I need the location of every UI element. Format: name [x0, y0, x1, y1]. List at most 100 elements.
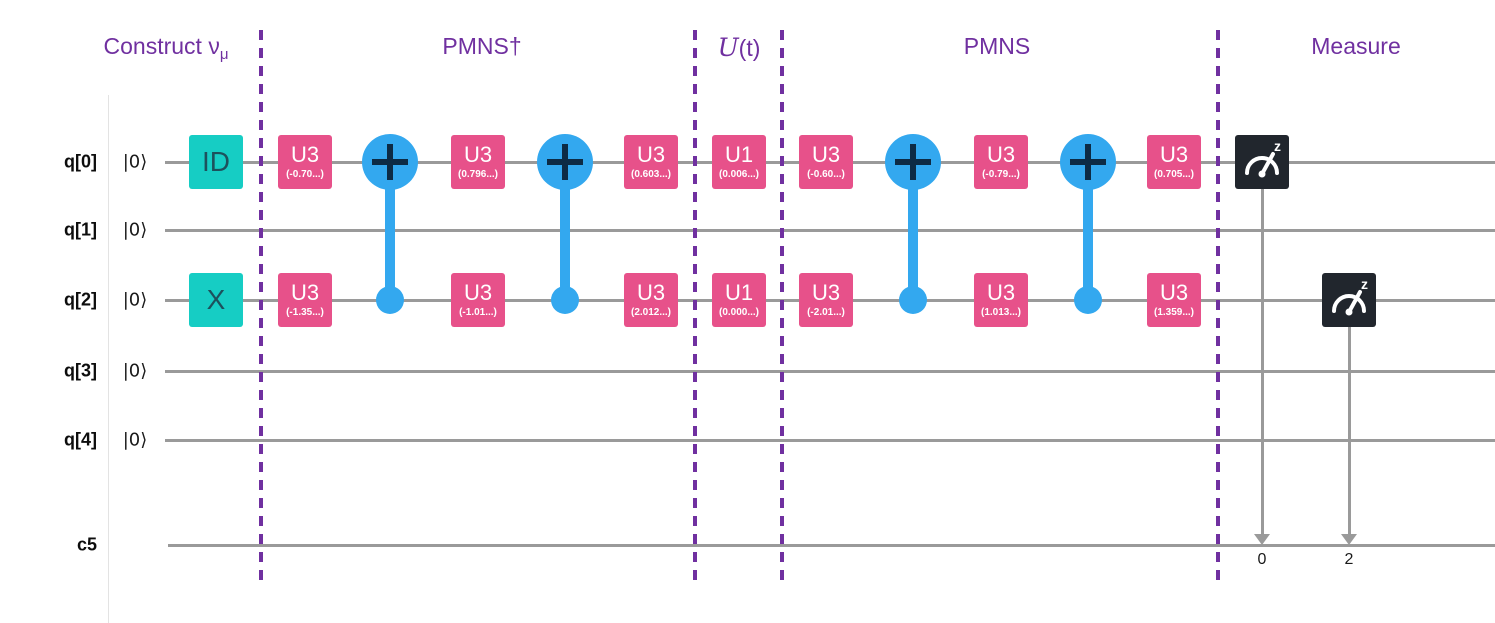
- gate-u3-q0-x305: U3 (-0.70...): [278, 135, 332, 189]
- cnot-connector-0: [385, 162, 395, 300]
- cnot-plus-vertical: [910, 144, 916, 180]
- gate-parameter: (0.006...): [718, 169, 760, 180]
- initial-state-ket-3: |0⟩: [122, 360, 148, 382]
- gate-x-q2-x216: X: [189, 273, 243, 327]
- gate-label: X: [206, 284, 226, 315]
- gate-parameter: (1.013...): [980, 307, 1022, 318]
- gate-parameter: (0.000...): [718, 307, 760, 318]
- gate-u3-q0-x1001: U3 (-0.79...): [974, 135, 1028, 189]
- gate-label: U3: [463, 142, 493, 167]
- gate-parameter: (0.705...): [1153, 169, 1195, 180]
- svg-text:z: z: [1274, 138, 1281, 154]
- classical-bit-index-0: 0: [1257, 551, 1267, 568]
- register-label-q4: q[4]: [64, 429, 97, 450]
- gate-label: U3: [290, 142, 320, 167]
- gate-parameter: (-1.35...): [286, 307, 324, 318]
- gate-parameter: (0.796...): [457, 169, 499, 180]
- cnot-target-icon-3: [1060, 134, 1116, 190]
- initial-state-ket-0: |0⟩: [122, 151, 148, 173]
- gate-u3-q2-x305: U3 (-1.35...): [278, 273, 332, 327]
- gate-parameter: (-0.60...): [807, 169, 845, 180]
- measure-gauge-icon: z: [1245, 138, 1281, 178]
- section-label-u-of-t: U(t): [718, 33, 761, 62]
- gate-parameter: (-2.01...): [807, 307, 845, 318]
- gate-label: U1: [724, 142, 754, 167]
- gate-u3-q2-x651: U3 (2.012...): [624, 273, 678, 327]
- measure-arrow-head-1: [1341, 534, 1357, 545]
- register-label-q2: q[2]: [64, 289, 97, 310]
- barrier-line-0: [259, 30, 263, 588]
- cnot-plus-vertical: [1085, 144, 1091, 180]
- margin-divider: [108, 95, 109, 623]
- cnot-plus-vertical: [562, 144, 568, 180]
- measure-arrow-head-0: [1254, 534, 1270, 545]
- gate-u1-q0-x739: U1 (0.006...): [712, 135, 766, 189]
- gate-u3-q2-x826: U3 (-2.01...): [799, 273, 853, 327]
- gate-label: U3: [1159, 142, 1189, 167]
- section-label-construct-nu: Construct νμ: [104, 33, 229, 63]
- gate-label: U3: [463, 280, 493, 305]
- cnot-control-dot-1: [551, 286, 579, 314]
- cnot-target-icon-2: [885, 134, 941, 190]
- register-label-c5: c5: [76, 534, 97, 555]
- cnot-plus-vertical: [387, 144, 393, 180]
- measure-gate-q2: z: [1322, 273, 1376, 327]
- barrier-line-3: [1216, 30, 1220, 588]
- gate-label: U3: [986, 280, 1016, 305]
- section-label-pmns: PMNS: [963, 33, 1031, 59]
- gate-u3-q2-x1174: U3 (1.359...): [1147, 273, 1201, 327]
- section-label-rest: (t): [738, 35, 761, 61]
- initial-state-ket-1: |0⟩: [122, 219, 148, 241]
- script-u-glyph: U: [717, 33, 739, 62]
- initial-state-ket-2: |0⟩: [122, 289, 148, 311]
- measure-wire-to-clbit-0: [1261, 189, 1264, 534]
- gate-u3-q0-x1174: U3 (0.705...): [1147, 135, 1201, 189]
- gate-label: U3: [811, 280, 841, 305]
- section-label-subscript: μ: [219, 46, 229, 63]
- gate-label: U3: [811, 142, 841, 167]
- gate-label: U3: [636, 142, 666, 167]
- cnot-target-icon-1: [537, 134, 593, 190]
- gate-parameter: (1.359...): [1153, 307, 1195, 318]
- cnot-control-dot-0: [376, 286, 404, 314]
- qubit-wire-q4: [165, 439, 1495, 442]
- gate-label: U3: [290, 280, 320, 305]
- barrier-line-2: [780, 30, 784, 588]
- measure-gauge-icon: z: [1332, 276, 1368, 316]
- barrier-line-1: [693, 30, 697, 588]
- gate-label: U3: [1159, 280, 1189, 305]
- gate-u3-q2-x1001: U3 (1.013...): [974, 273, 1028, 327]
- gate-parameter: (-0.70...): [286, 169, 324, 180]
- gate-label: U3: [636, 280, 666, 305]
- register-label-q1: q[1]: [64, 219, 97, 240]
- gate-u1-q2-x739: U1 (0.000...): [712, 273, 766, 327]
- svg-text:z: z: [1361, 276, 1368, 292]
- register-label-q0: q[0]: [64, 151, 97, 172]
- gate-label: U3: [986, 142, 1016, 167]
- gate-u3-q0-x651: U3 (0.603...): [624, 135, 678, 189]
- cnot-connector-3: [1083, 162, 1093, 300]
- gate-u3-q0-x478: U3 (0.796...): [451, 135, 505, 189]
- gate-parameter: (-0.79...): [982, 169, 1020, 180]
- measure-wire-to-clbit-1: [1348, 327, 1351, 534]
- cnot-target-icon-0: [362, 134, 418, 190]
- gate-parameter: (0.603...): [630, 169, 672, 180]
- cnot-connector-1: [560, 162, 570, 300]
- register-label-q3: q[3]: [64, 360, 97, 381]
- gate-parameter: (2.012...): [630, 307, 672, 318]
- measure-gate-q0: z: [1235, 135, 1289, 189]
- cnot-control-dot-3: [1074, 286, 1102, 314]
- qubit-wire-q3: [165, 370, 1495, 373]
- gate-label: ID: [202, 146, 230, 177]
- classical-bit-index-1: 2: [1344, 551, 1354, 568]
- gate-parameter: (-1.01...): [459, 307, 497, 318]
- gate-u3-q0-x826: U3 (-0.60...): [799, 135, 853, 189]
- section-label-pmns-dagger: PMNS†: [442, 33, 522, 59]
- initial-state-ket-4: |0⟩: [122, 429, 148, 451]
- gate-id-q0-x216: ID: [189, 135, 243, 189]
- cnot-control-dot-2: [899, 286, 927, 314]
- gate-label: U1: [724, 280, 754, 305]
- classical-wire-c5: [168, 544, 1495, 547]
- cnot-connector-2: [908, 162, 918, 300]
